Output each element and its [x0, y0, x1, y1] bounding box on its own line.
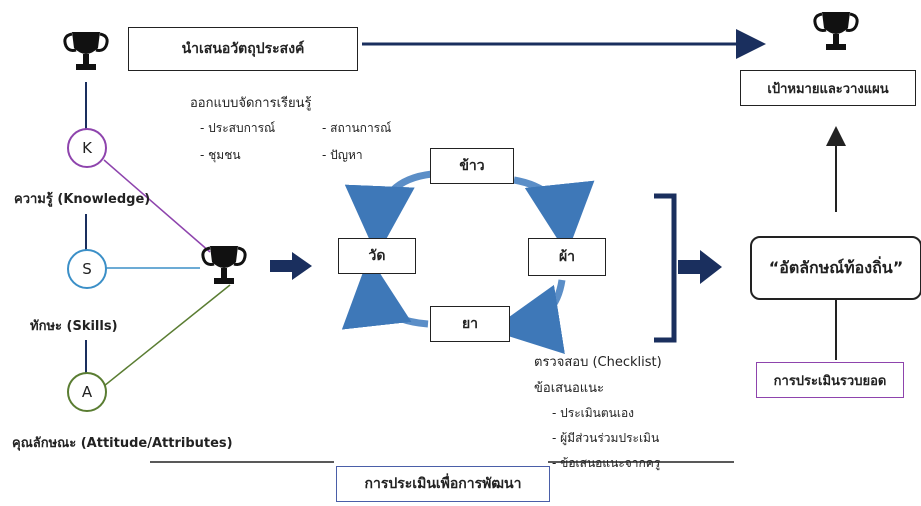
curved-arrow-icon: [490, 279, 566, 354]
summative-label: การประเมินรวบยอด: [773, 373, 887, 389]
curved-arrow-icon: [344, 170, 433, 256]
design-heading: ออกแบบจัดการเรียนรู้: [190, 96, 312, 111]
cycle-label: ผ้า: [558, 249, 576, 265]
attitude-label: คุณลักษณะ (Attitude/Attributes): [12, 436, 233, 451]
goal-label: เป้าหมายและวางแผน: [767, 81, 889, 97]
skills-circle: S: [67, 249, 107, 289]
trophy-icon: [201, 246, 247, 284]
k-link-line: [103, 159, 211, 253]
checklist-heading: ตรวจสอบ (Checklist): [534, 355, 662, 370]
design-item: - ชุมชน: [200, 148, 241, 162]
goal-box: เป้าหมายและวางแผน: [740, 70, 916, 106]
cycle-box-rice: ข้าว: [430, 148, 514, 184]
suggestion-heading: ข้อเสนอแนะ: [534, 381, 605, 396]
cycle-box-temple: วัด: [338, 238, 416, 274]
identity-label: “อัตลักษณ์ท้องถิ่น”: [768, 257, 904, 277]
identity-box: “อัตลักษณ์ท้องถิ่น”: [750, 236, 921, 300]
objective-box: นำเสนอวัตถุประสงค์: [128, 27, 358, 71]
summative-box: การประเมินรวบยอด: [756, 362, 904, 398]
knowledge-letter: K: [82, 139, 92, 157]
a-link-line: [103, 284, 231, 387]
design-item: - ประสบการณ์: [200, 121, 276, 135]
curved-arrow-icon: [341, 256, 429, 330]
attitude-letter: A: [81, 383, 93, 401]
cycle-label: ยา: [461, 316, 479, 332]
design-item: - ปัญหา: [322, 148, 363, 162]
cycle-label: ข้าว: [459, 158, 485, 174]
cycle-label: วัด: [368, 248, 386, 264]
design-item: - สถานการณ์: [322, 121, 392, 135]
trophy-icon: [813, 12, 859, 50]
arrow-right-icon: [270, 252, 312, 280]
knowledge-circle: K: [67, 128, 107, 168]
check-item: - ข้อเสนอแนะจากครู: [552, 456, 661, 470]
knowledge-label: ความรู้ (Knowledge): [14, 192, 151, 207]
arrow-right-icon: [678, 250, 722, 284]
attitude-circle: A: [67, 372, 107, 412]
check-item: - ประเมินตนเอง: [552, 406, 635, 420]
skills-label: ทักษะ (Skills): [30, 319, 118, 334]
trophy-icon: [63, 32, 109, 70]
objective-label: นำเสนอวัตถุประสงค์: [181, 41, 305, 57]
skills-letter: S: [82, 260, 92, 278]
curved-arrow-icon: [513, 176, 595, 254]
cycle-box-cloth: ผ้า: [528, 238, 606, 276]
bracket-icon: [654, 193, 677, 343]
cycle-box-medicine: ยา: [430, 306, 510, 342]
check-item: - ผู้มีส่วนร่วมประเมิน: [552, 431, 660, 445]
formative-label: การประเมินเพื่อการพัฒนา: [364, 476, 522, 492]
formative-box: การประเมินเพื่อการพัฒนา: [336, 466, 550, 502]
